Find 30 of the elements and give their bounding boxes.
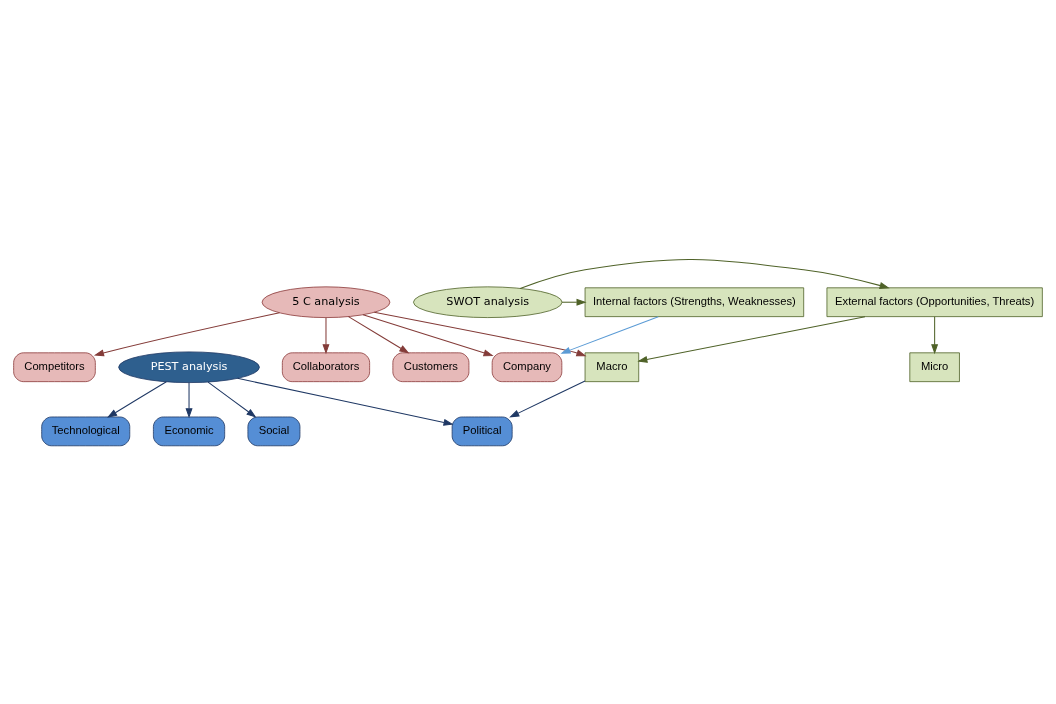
- arrow: [207, 381, 257, 418]
- arrow: [362, 313, 494, 356]
- arrow: [637, 315, 866, 363]
- node-box: Technological: [41, 416, 131, 446]
- arrow: [93, 311, 281, 356]
- node-box: External factors (Opportunities, Threats): [826, 286, 1043, 317]
- arrow: [107, 380, 167, 418]
- arrow: [509, 380, 586, 418]
- arrow: [185, 381, 193, 418]
- node-box: Collaborators: [281, 351, 371, 382]
- arrow: [931, 315, 939, 354]
- arrow: [373, 311, 587, 356]
- node-box: Social: [247, 416, 301, 446]
- node-box: Company: [491, 351, 563, 382]
- arrow: [322, 316, 330, 354]
- node-ellipse: PEST analysis: [118, 351, 260, 383]
- node-box: Micro: [909, 351, 960, 382]
- node-ellipse: SWOT analysis: [413, 285, 563, 318]
- node-box: Internal factors (Strengths, Weaknesses): [584, 286, 805, 317]
- arrow: [236, 377, 454, 426]
- node-box: Macro: [584, 351, 640, 382]
- arrow: [561, 298, 587, 306]
- arrow: [560, 315, 659, 354]
- node-box: Customers: [392, 351, 470, 382]
- node-ellipse: 5 C analysis: [261, 285, 391, 318]
- node-box: Political: [451, 416, 513, 446]
- arrow: [519, 258, 890, 289]
- node-box: Competitors: [13, 351, 96, 382]
- node-box: Economic: [153, 416, 226, 446]
- arrow: [347, 315, 410, 353]
